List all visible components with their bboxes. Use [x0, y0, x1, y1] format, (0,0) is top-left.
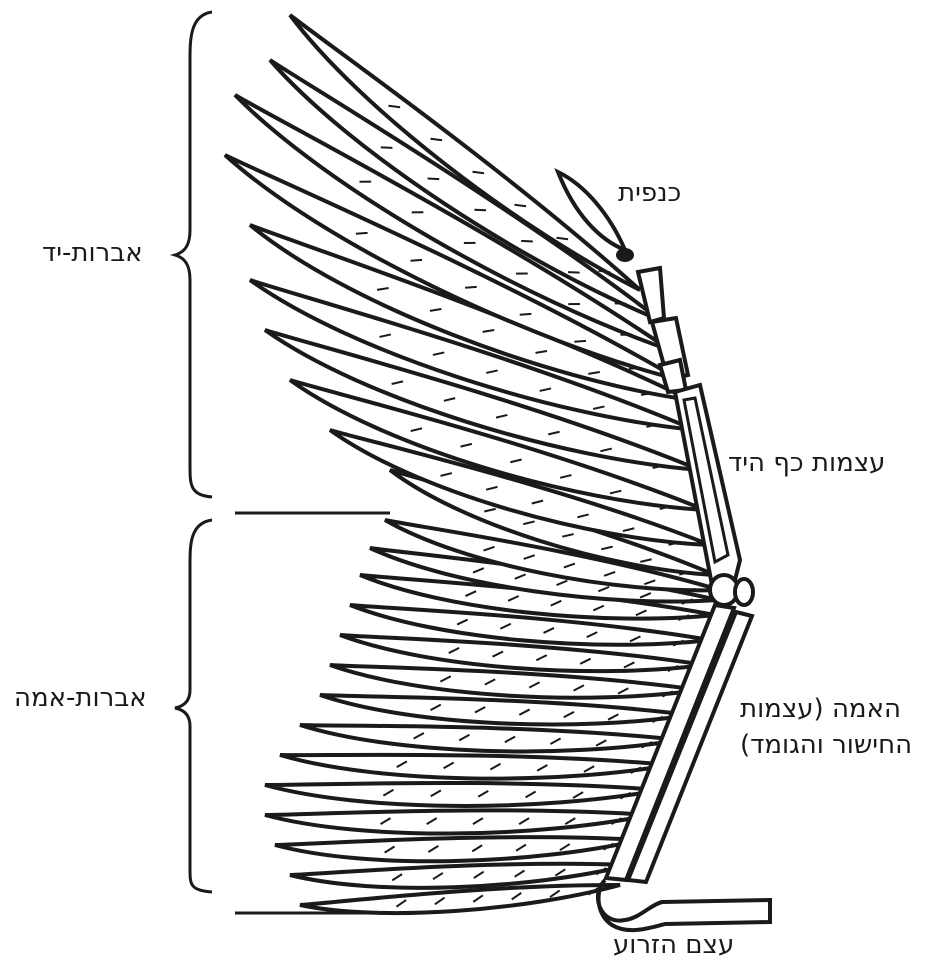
secondary-feather — [300, 885, 620, 913]
feather-barb — [574, 341, 586, 342]
feather-barb — [381, 147, 393, 148]
alula-tip — [618, 250, 632, 260]
wrist-bone — [735, 579, 753, 605]
secondary-feather — [320, 695, 690, 724]
primaries-brace — [175, 12, 212, 497]
secondary-feather — [275, 837, 640, 861]
label-forearm-line1: האמה (עצמות — [740, 692, 901, 726]
feather-barb — [465, 287, 477, 288]
secondary-feather — [300, 725, 680, 751]
label-humerus: עצם הזרוע — [613, 928, 734, 962]
ulna-bone — [628, 612, 752, 882]
label-alula: כנפית — [618, 176, 681, 210]
feather-barb — [615, 303, 627, 304]
feather-barb — [474, 210, 486, 211]
secondary-feather — [280, 755, 670, 779]
humerus-bone — [598, 880, 770, 930]
label-forearm-line2: החישור והגומד) — [740, 728, 912, 762]
label-secondaries: אברות-אמה — [14, 681, 147, 715]
label-primaries: אברות-יד — [42, 236, 143, 270]
feather-barb — [568, 272, 580, 273]
feather-barb — [428, 179, 440, 180]
secondary-feather — [265, 810, 650, 833]
feather-barb — [520, 314, 532, 315]
feather-barb — [521, 241, 533, 242]
feather-barb — [411, 260, 423, 261]
label-hand-bones: עצמות כף היד — [728, 446, 885, 480]
secondaries-brace — [175, 520, 212, 892]
feather-barb — [356, 233, 368, 234]
feather-barb — [629, 368, 641, 369]
secondary-feather — [265, 783, 660, 806]
